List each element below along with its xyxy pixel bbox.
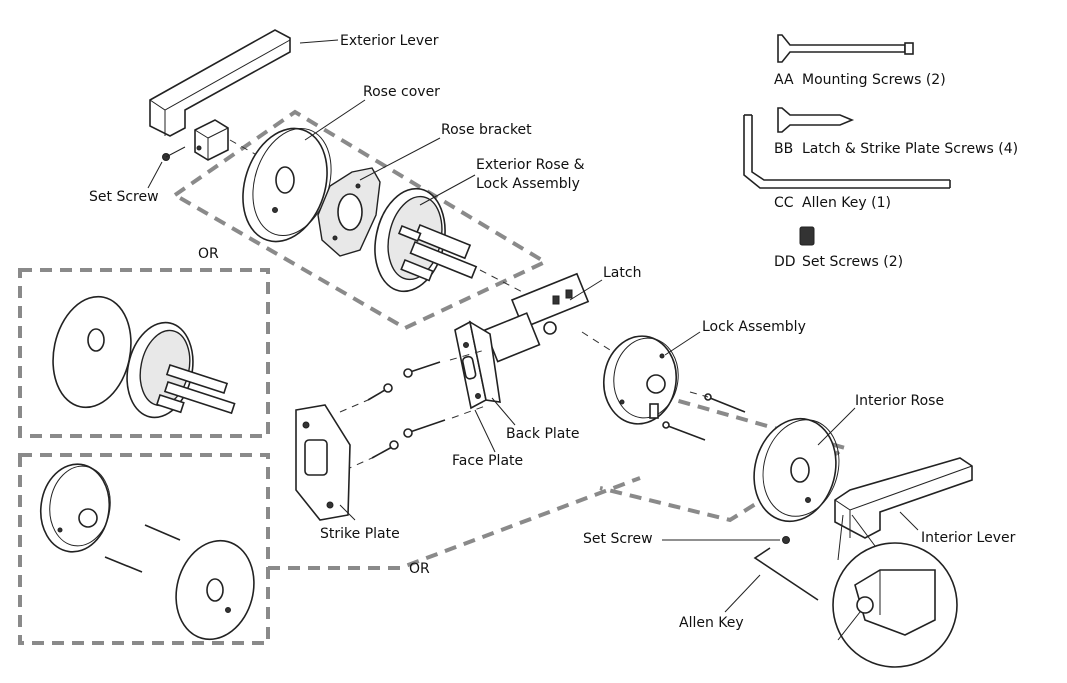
lock-axis-line (581, 331, 611, 351)
exterior-lever (149, 29, 291, 161)
alt-rose-box-top (18, 268, 270, 438)
mount-axis-1 (689, 391, 709, 398)
leader-interior-lever (899, 511, 919, 531)
legend-name-bb: Latch & Strike Plate Screws (4) (802, 141, 1018, 157)
or-connector-line (268, 476, 641, 570)
label-face-plate: Face Plate (452, 453, 523, 469)
screw-axis-1 (449, 349, 486, 361)
rose-bracket (317, 167, 381, 257)
legend-code-bb: BB (774, 141, 793, 157)
label-rose-bracket: Rose bracket (441, 122, 532, 138)
leader-exterior-lever (299, 39, 339, 44)
label-back-plate: Back Plate (506, 426, 579, 442)
leader-set-screw-left (147, 161, 163, 189)
aa-screw-icon (777, 34, 914, 63)
label-exterior-lever: Exterior Lever (340, 33, 439, 49)
label-allen-key: Allen Key (679, 615, 744, 631)
exterior-axis-line (479, 269, 531, 297)
leader-interior-rose (817, 407, 856, 446)
exterior-rose-lock-assembly (374, 187, 478, 293)
set-screw-right-part (782, 536, 790, 544)
interior-rose-part (753, 417, 840, 523)
label-interior-lever: Interior Lever (921, 530, 1016, 546)
leader-allen-key (724, 574, 761, 613)
interior-lever-part (834, 457, 973, 539)
label-exterior-rose-2: Lock Assembly (476, 176, 580, 192)
label-set-screw-right: Set Screw (583, 531, 653, 547)
latch-part (483, 272, 590, 363)
set-screw-left-part (162, 146, 186, 161)
alt-rose-top (52, 295, 236, 419)
lock-assembly-part (603, 335, 679, 425)
leader-strike-plate (339, 504, 356, 521)
leader-face-plate (474, 409, 496, 453)
alt-rose-box-bottom (18, 453, 270, 645)
strike-screws (367, 383, 399, 459)
dd-set-screw-icon (799, 226, 815, 246)
alt-rose-bottom (39, 463, 255, 641)
legend-code-aa: AA (774, 72, 794, 88)
label-lock-assembly: Lock Assembly (702, 319, 806, 335)
label-exterior-rose-1: Exterior Rose & (476, 157, 585, 173)
face-plate-part (454, 320, 501, 410)
latch-screws (403, 361, 446, 438)
label-or-bottom: OR (409, 561, 430, 577)
leader-lock-assembly (664, 331, 701, 356)
cc-allen-key-icon (743, 114, 951, 189)
leader-rose-cover (304, 99, 366, 141)
mounting-screws-part (662, 393, 746, 441)
bb-screw-icon (777, 107, 855, 133)
label-or-top: OR (198, 246, 219, 262)
legend-name-dd: Set Screws (2) (802, 254, 903, 270)
exterior-group-outline (171, 109, 550, 331)
leader-back-plate (491, 397, 516, 426)
allen-key-part (753, 547, 819, 601)
leader-exterior-rose (419, 174, 476, 206)
legend-name-cc: Allen Key (1) (802, 195, 891, 211)
detail-zoom-callout (832, 514, 958, 668)
legend-code-dd: DD (774, 254, 796, 270)
leader-rose-bracket (359, 137, 441, 181)
label-set-screw-left: Set Screw (89, 189, 159, 205)
strike-plate-part (295, 404, 351, 521)
label-strike-plate: Strike Plate (320, 526, 400, 542)
legend-code-cc: CC (774, 195, 794, 211)
label-rose-cover: Rose cover (363, 84, 440, 100)
label-interior-rose: Interior Rose (855, 393, 944, 409)
label-latch: Latch (603, 265, 641, 281)
screw-axis-2 (451, 404, 489, 419)
legend-name-aa: Mounting Screws (2) (802, 72, 946, 88)
strike-axis-1 (339, 399, 369, 413)
leader-latch (569, 279, 603, 301)
rose-cover (242, 127, 332, 243)
